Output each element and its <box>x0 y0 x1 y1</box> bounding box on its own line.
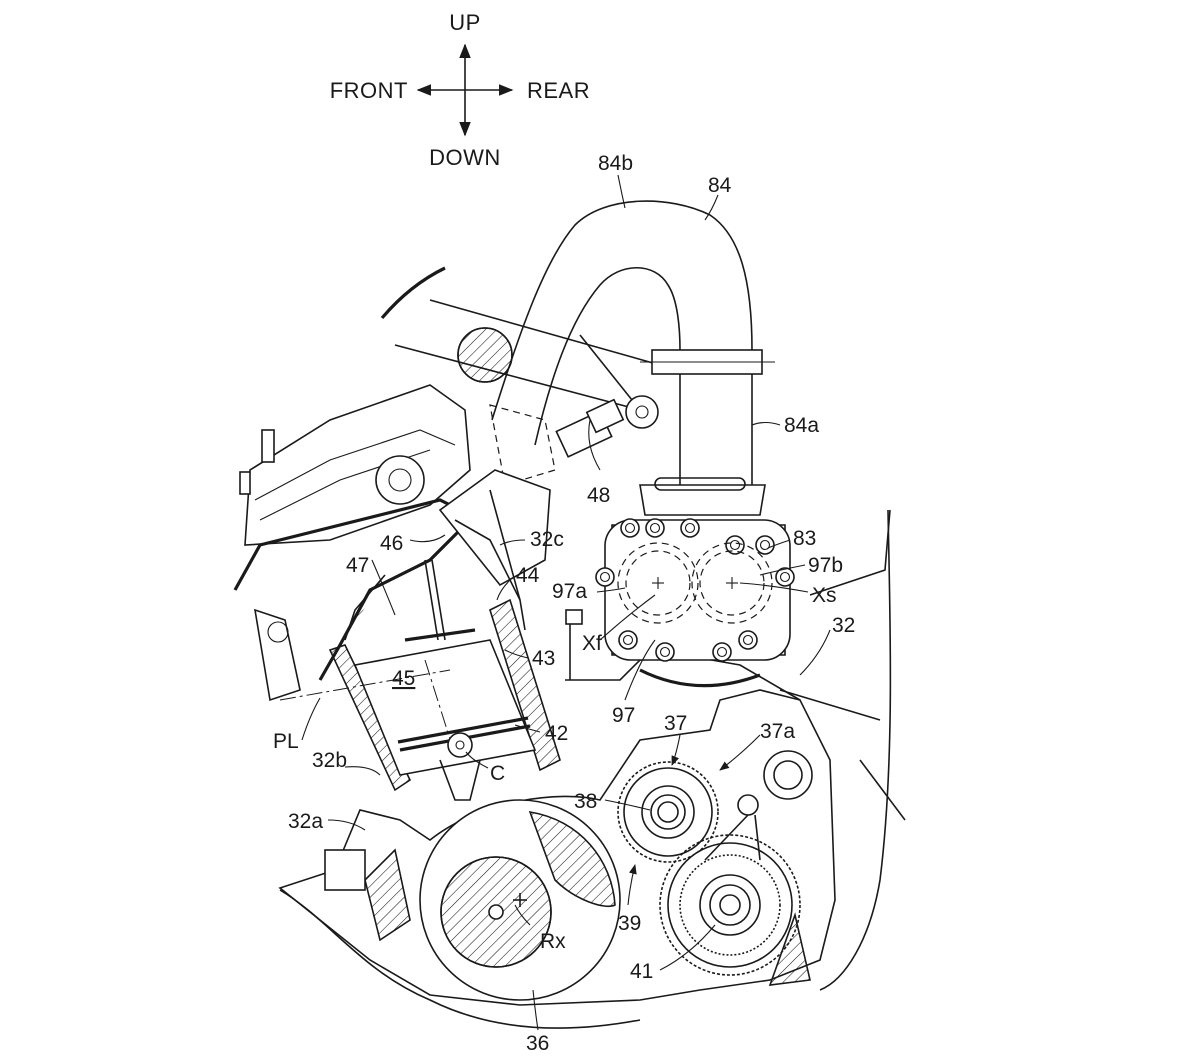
direction-up: UP <box>449 10 481 35</box>
label-84a: 84a <box>784 414 819 437</box>
direction-down: DOWN <box>429 145 501 170</box>
gear-train <box>617 750 813 986</box>
label-C: C <box>490 762 505 785</box>
cylinder-block <box>279 598 561 801</box>
label-97b: 97b <box>808 554 843 577</box>
label-37: 37 <box>664 712 687 735</box>
label-Rx: Rx <box>540 930 566 953</box>
direction-indicator: UP DOWN FRONT REAR <box>330 10 590 170</box>
label-44: 44 <box>516 564 540 587</box>
label-32: 32 <box>832 614 855 637</box>
crankshaft-36 <box>419 799 621 1001</box>
leader-lines <box>301 174 831 1031</box>
label-37a: 37a <box>760 720 795 743</box>
label-43: 43 <box>532 647 555 670</box>
label-32a: 32a <box>288 810 323 833</box>
label-PL: PL <box>273 730 299 753</box>
label-83: 83 <box>793 527 816 550</box>
label-47: 47 <box>346 554 369 577</box>
port-and-valves <box>344 469 551 642</box>
label-97: 97 <box>612 704 635 727</box>
label-48: 48 <box>587 484 610 507</box>
label-97a: 97a <box>552 580 587 603</box>
label-42: 42 <box>545 722 568 745</box>
label-46: 46 <box>380 532 403 555</box>
label-38: 38 <box>574 790 597 813</box>
exhaust-flange-83 <box>565 518 795 680</box>
label-41: 41 <box>630 960 653 983</box>
direction-rear: REAR <box>527 78 590 103</box>
label-32b: 32b <box>312 749 347 772</box>
label-45: 45 <box>392 667 415 690</box>
cylinder-head <box>233 384 472 702</box>
injector-48 <box>489 395 659 486</box>
reference-labels: 84b 84 84a 48 83 97b Xs 97a Xf 32 97 46 … <box>273 152 855 1055</box>
direction-front: FRONT <box>330 78 408 103</box>
exhaust-pipe-84 <box>491 200 775 516</box>
frame-member <box>380 266 661 411</box>
label-84b: 84b <box>598 152 633 175</box>
label-32c: 32c <box>530 528 564 551</box>
label-Xs: Xs <box>812 584 837 607</box>
label-84: 84 <box>708 174 732 197</box>
crankcase-32 <box>278 509 906 1029</box>
label-36: 36 <box>526 1032 549 1055</box>
label-Xf: Xf <box>582 632 602 655</box>
label-39: 39 <box>618 912 641 935</box>
